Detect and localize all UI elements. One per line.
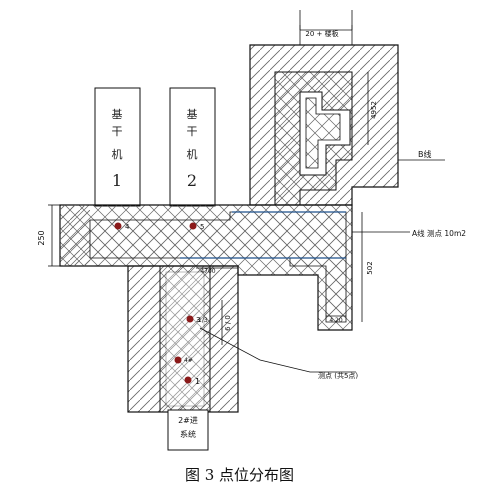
bottom-box-label-2: 系统: [180, 429, 196, 439]
point-1-label: 4: [125, 223, 130, 231]
center-dim-label: 4700: [200, 268, 215, 275]
point-5-label: 1: [195, 377, 200, 386]
right-top-dim-label: 4952: [370, 101, 378, 119]
dryer-2-char-1: 基: [187, 108, 198, 121]
right-label-a: A线 测点 10m2: [412, 228, 466, 238]
point-3: [186, 315, 194, 323]
bottom-leader-label: 测点 (共5点): [318, 371, 358, 380]
lower-duct: 2#进 系统: [127, 265, 239, 451]
dryer-1-char-2: 干: [112, 125, 123, 138]
dryer-1-char-4: 1: [112, 171, 122, 190]
dryer-2: 基 干 机 2: [169, 87, 216, 207]
annotation-text: 20 + 楼板 4952 B线 A线 测点 10m2 250 502 4 20 …: [37, 29, 466, 380]
point-3-label: 3: [196, 316, 200, 324]
dryer-1-char-3: 机: [112, 147, 123, 161]
dryer-2-char-3: 机: [187, 147, 198, 161]
inner-label: 1/3: [198, 317, 208, 324]
left-dim-label: 250: [37, 230, 46, 245]
dryer-1-char-1: 基: [112, 108, 123, 121]
top-dim-label: 20 + 楼板: [305, 29, 338, 38]
point-2-label: 5: [200, 223, 204, 231]
dryer-1: 基 干 机 1: [94, 87, 141, 207]
dryer-2-char-4: 2: [187, 171, 197, 190]
point-1: [114, 222, 122, 230]
right-mid-dim-label: 502: [366, 261, 374, 274]
right-structure: [249, 44, 399, 206]
main-duct: [59, 204, 353, 331]
point-4-label: 4#: [184, 357, 193, 364]
figure-caption: 图 3 点位分布图: [184, 466, 295, 484]
point-4: [174, 356, 182, 364]
dryer-2-char-2: 干: [187, 125, 198, 138]
bottom-small-dim-label: 4 20: [329, 317, 343, 324]
bottom-box-label-1: 2#进: [178, 416, 198, 425]
right-label-b: B线: [418, 149, 432, 159]
point-2: [189, 222, 197, 230]
vertical-dim-label: 6 / 0: [224, 315, 232, 331]
point-5: [184, 376, 192, 384]
measure-points: 4 5 3 4# 1: [114, 222, 204, 386]
annotations: [48, 10, 445, 373]
